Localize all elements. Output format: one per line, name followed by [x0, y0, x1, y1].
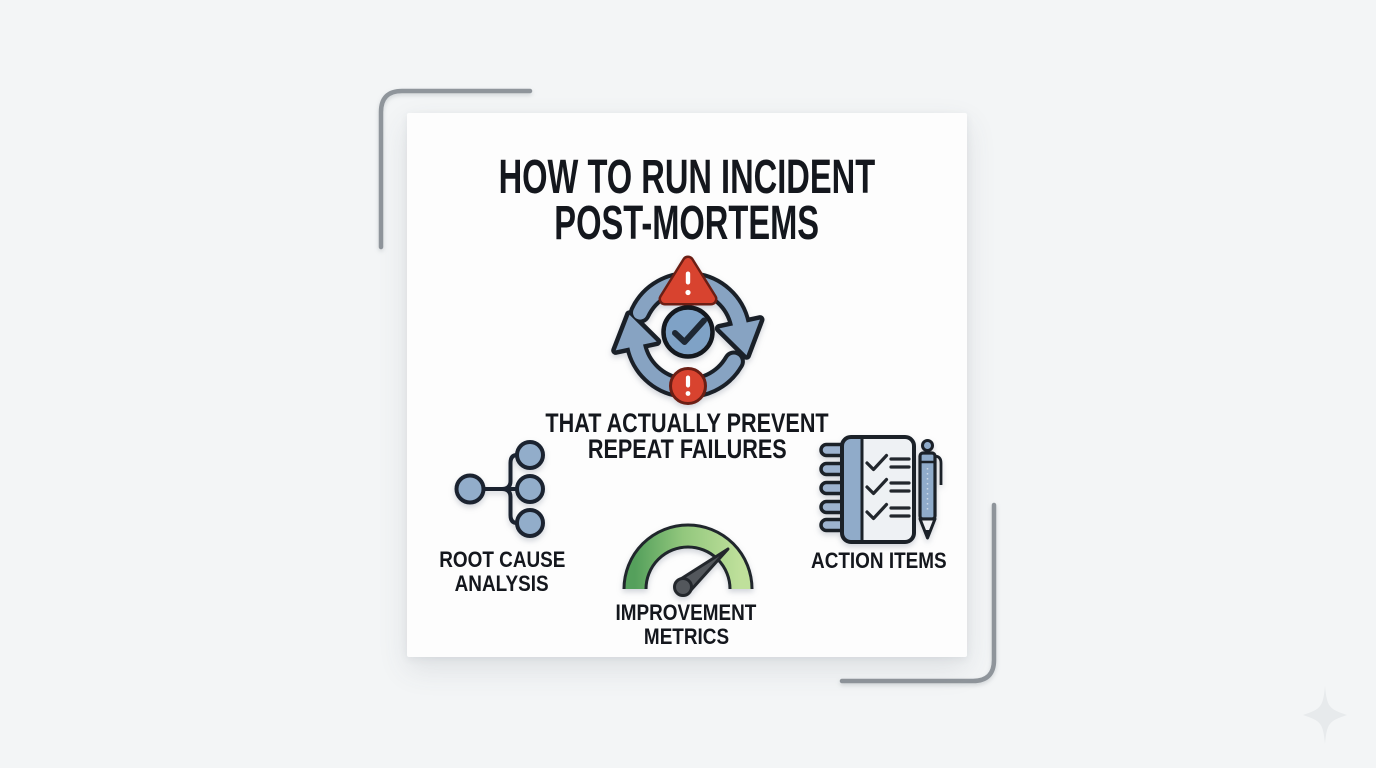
action-items-label-line-1: ACTION ITEMS [811, 548, 947, 573]
root-cause-label-line-2: ANALYSIS [455, 571, 549, 596]
pen-icon [918, 439, 943, 540]
incident-cycle-icon [611, 255, 765, 405]
poster-subtitle: THAT ACTUALLY PREVENT REPEAT FAILURES [407, 408, 967, 464]
root-cause-label: ROOT CAUSE ANALYSIS [402, 548, 602, 596]
title-line-2: POST-MORTEMS [554, 197, 820, 250]
root-cause-label-line-1: ROOT CAUSE [438, 547, 566, 572]
action-items-label: ACTION ITEMS [779, 549, 979, 597]
corner-bracket-bottom-right [839, 502, 997, 684]
sparkle-icon [1303, 686, 1347, 744]
improvement-label-line-1: IMPROVEMENT [615, 600, 757, 625]
action-items-checklist-icon [819, 435, 943, 544]
poster-card: HOW TO RUN INCIDENT POST-MORTEMS [407, 113, 967, 657]
improvement-metrics-label: IMPROVEMENT METRICS [586, 601, 786, 649]
alert-circle-icon [669, 367, 707, 405]
poster-title: HOW TO RUN INCIDENT POST-MORTEMS [407, 151, 967, 250]
gauge-needle [673, 547, 730, 597]
check-circle-icon [661, 305, 715, 359]
improvement-label-line-2: METRICS [643, 624, 729, 649]
corner-bracket-top-left [378, 88, 533, 250]
subtitle-line-1: THAT ACTUALLY PREVENT [545, 408, 829, 438]
improvement-gauge-icon [622, 523, 754, 597]
checklist-rows [865, 453, 911, 521]
root-cause-tree-icon [454, 440, 545, 538]
warning-triangle-icon [658, 255, 718, 306]
subtitle-line-2: REPEAT FAILURES [587, 434, 787, 464]
title-line-1: HOW TO RUN INCIDENT [498, 151, 876, 204]
